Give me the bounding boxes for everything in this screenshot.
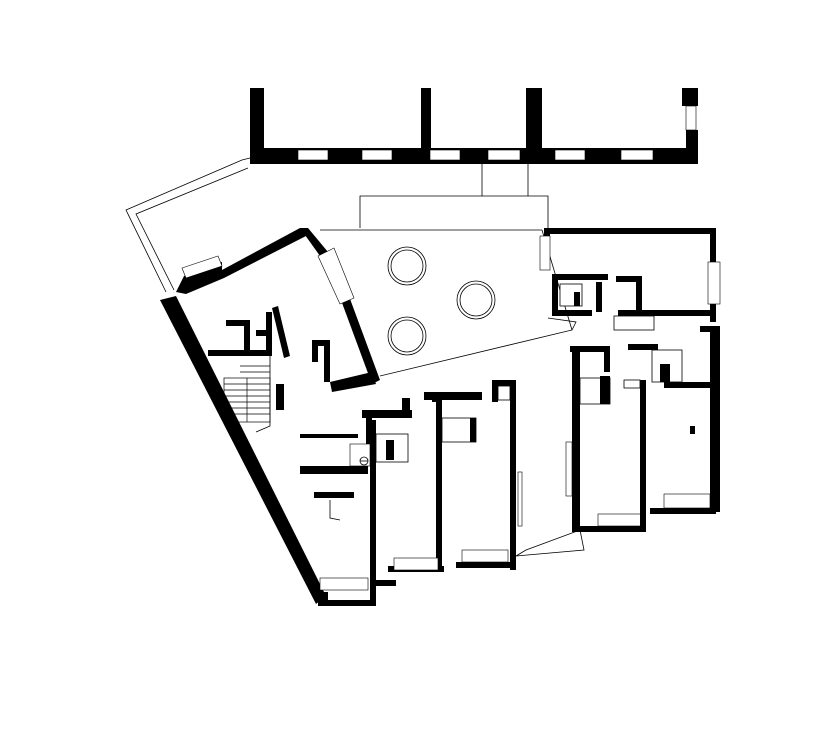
- existing-building-wall: [250, 88, 698, 164]
- west-facade-wall: [160, 296, 328, 606]
- corner-unit: [176, 228, 380, 433]
- unit-block-west: [300, 398, 412, 606]
- unit-block-north-east: [539, 228, 721, 322]
- stair: [223, 365, 271, 423]
- courtyard-outline: [125, 157, 577, 377]
- unit-block-east: [565, 315, 720, 532]
- courtyard-planters: [387, 246, 496, 356]
- unit-block-2: [372, 392, 482, 586]
- unit-block-3: [456, 380, 585, 570]
